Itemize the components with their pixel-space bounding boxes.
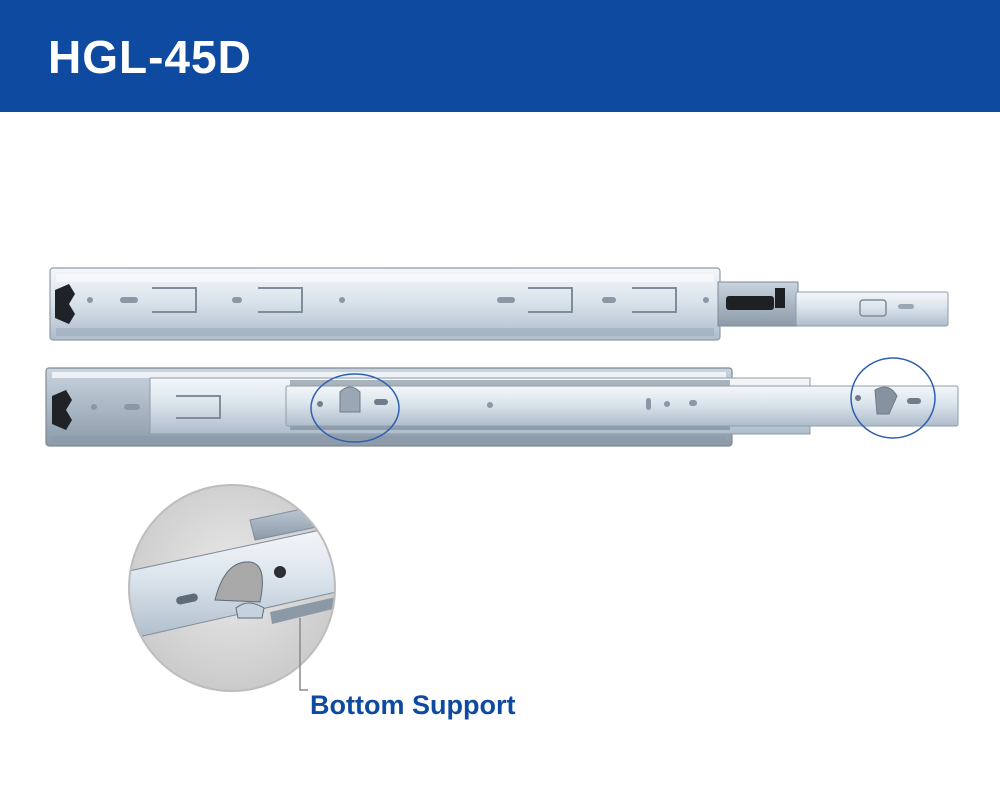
highlight-circle-end: [850, 357, 936, 439]
header-bar: HGL-45D: [0, 0, 1000, 112]
drawer-slide-bottom-view: [45, 357, 959, 447]
drawer-slide-top-view: [49, 267, 949, 341]
bottom-support-label: Bottom Support: [310, 690, 516, 720]
slide-illustration: [45, 267, 959, 692]
product-title: HGL-45D: [48, 31, 252, 83]
highlight-circle-middle: [310, 373, 400, 443]
bottom-support-magnifier: [128, 484, 336, 692]
callout-leader-line: [299, 618, 308, 691]
